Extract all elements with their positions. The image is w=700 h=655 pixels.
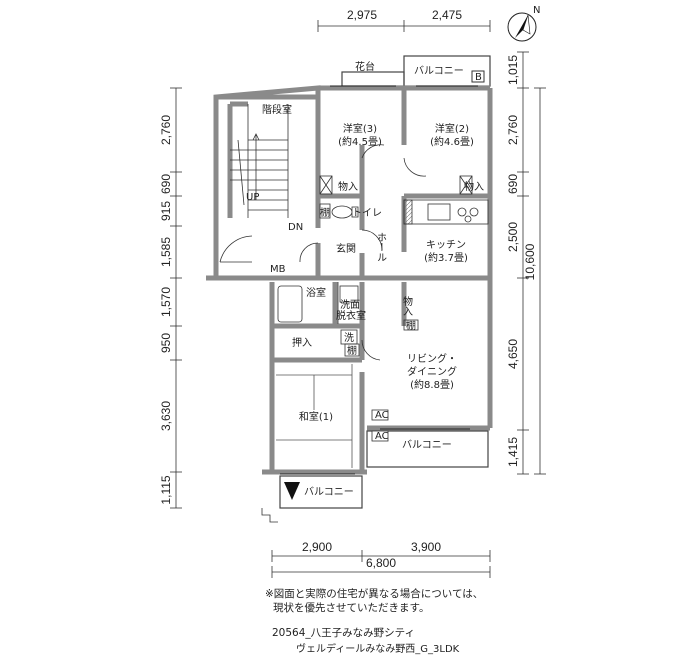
label-tana-sen: 棚 [347,344,357,357]
dim-top-2: 2,475 [432,8,462,22]
label-kitchen-area: (約3.7畳) [424,251,468,264]
label-balcony-b: B [475,72,482,83]
balcony-b-box [471,70,485,83]
dim-left-8: 1,115 [159,475,173,504]
dim-top-1: 2,975 [347,8,377,22]
label-kitchen: キッチン [426,239,466,251]
windows [280,85,478,475]
dim-right-5: 4,650 [506,339,520,369]
label-senmen2: 脱衣室 [336,309,366,322]
dim-left-group: 2,760 690 915 1,585 1,570 950 3,630 1,11… [159,115,173,505]
walls [206,85,493,475]
dim-left-3: 915 [159,201,173,221]
label-kadai: 花台 [355,60,375,73]
label-hall: ホール [375,232,387,262]
label-dn: DN [288,222,303,233]
label-senmen1: 洗面 [340,299,360,311]
label-living1: リビング・ [407,352,457,365]
dim-right-total: 10,600 [523,243,537,280]
label-yoshitsu2-area: (約4.6畳) [430,135,474,148]
stairwell-doors [219,235,319,263]
label-yoshitsu2: 洋室(2) [435,122,469,135]
dim-bottom-2: 3,900 [411,540,441,554]
label-kaidanshitsu: 階段室 [262,103,292,116]
label-yoshitsu3-area: (約4.5畳) [338,135,382,148]
kitchen-counter [403,199,489,225]
label-ac1: AC [375,410,389,421]
dim-right-3: 690 [506,174,520,194]
label-ac2: AC [375,431,389,442]
dim-bottom-1: 2,900 [302,540,332,554]
label-balcony-mid: バルコニー [402,439,452,451]
dim-left-7: 3,630 [159,401,173,431]
property-name: ヴェルディールみなみ野西_G_3LDK [296,644,460,655]
door-swings [337,144,427,361]
label-tana-c: 棚 [406,319,416,332]
compass-icon: N [507,5,540,42]
property-code: 20564_八王子みなみ野シティ [272,627,416,639]
dim-right-group: 1,015 2,760 690 2,500 4,650 1,415 10,600 [506,55,537,467]
dim-left-4: 1,585 [159,237,173,267]
label-toilet: トイレ [352,208,382,219]
dim-right-6: 1,415 [506,437,520,467]
toilet-fixture [331,205,359,219]
balcony-outlines [279,55,491,509]
triangle-down-icon [284,482,300,500]
disclaimer-line-1: ※図面と実際の住宅が異なる場合については、 [265,588,484,600]
bathtub [277,285,359,345]
outdoor-steps [261,508,278,523]
label-monoire-b: 物入 [464,180,484,193]
dim-left-6: 950 [159,333,173,353]
label-up: UP [246,192,259,203]
label-yokushitsu: 浴室 [306,286,326,299]
dim-right-4: 2,500 [506,222,520,252]
disclaimer-line-2: 現状を優先させていただきます。 [273,602,430,614]
dimension-lines [170,20,546,578]
label-living-area: (約8.8畳) [410,378,454,391]
label-tana-toilet: 棚 [320,206,330,219]
ac-box-2 [371,430,389,442]
label-mb: MB [270,264,286,275]
label-sen: 洗 [344,332,354,344]
compass-north-label: N [533,5,540,16]
dim-right-1: 1,015 [506,55,520,85]
label-monoire-a: 物入 [338,180,358,193]
label-washitsu: 和室(1) [299,410,333,423]
label-yoshitsu3: 洋室(3) [343,122,377,135]
tatami-lines [276,364,353,468]
dim-left-1: 2,760 [159,115,173,145]
closet-marks [319,175,473,357]
stair-steps [230,104,289,218]
label-balcony-bottom: バルコニー [304,486,354,498]
label-living2: ダイニング [407,365,457,378]
label-balcony-top: バルコニー [414,65,464,77]
label-monoire-c: 物入 [401,295,413,316]
label-genkan: 玄関 [336,242,356,255]
label-oshiire: 押入 [292,336,312,349]
dim-left-5: 1,570 [159,287,173,317]
dim-right-2: 2,760 [506,115,520,145]
dim-bottom-total: 6,800 [366,556,396,570]
ac-box-1 [371,409,389,421]
dim-left-2: 690 [159,174,173,194]
